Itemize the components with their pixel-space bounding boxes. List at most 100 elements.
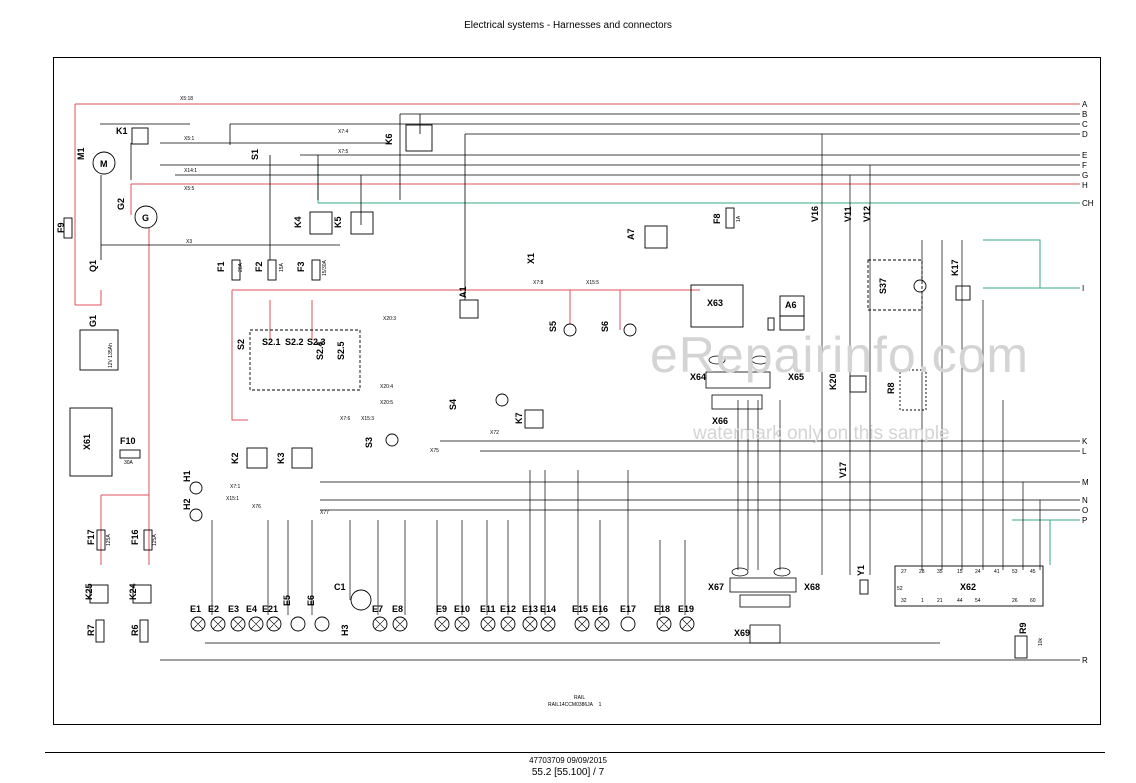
svg-text:26: 26 bbox=[1012, 598, 1018, 604]
svg-text:125A: 125A bbox=[152, 534, 158, 546]
power-wires-red bbox=[74, 103, 1080, 565]
svg-text:1A: 1A bbox=[736, 215, 742, 222]
svg-text:S2.5: S2.5 bbox=[336, 341, 346, 360]
watermark-main: eRepairinfo.com bbox=[650, 327, 1030, 383]
bus-label-l: L bbox=[1082, 447, 1087, 456]
svg-text:S3: S3 bbox=[364, 437, 374, 448]
svg-text:54: 54 bbox=[975, 598, 981, 604]
svg-text:E2: E2 bbox=[208, 604, 219, 614]
svg-text:S1: S1 bbox=[250, 149, 260, 160]
svg-text:20A: 20A bbox=[238, 262, 244, 272]
bus-label-ch: CH bbox=[1082, 199, 1094, 208]
bus-label-a: A bbox=[1082, 100, 1088, 109]
svg-text:S2: S2 bbox=[236, 339, 246, 350]
svg-text:X7:5: X7:5 bbox=[338, 149, 349, 155]
svg-text:E16: E16 bbox=[592, 604, 608, 614]
svg-text:S5: S5 bbox=[548, 321, 558, 332]
components-boxes bbox=[63, 124, 1044, 659]
svg-text:E21: E21 bbox=[262, 604, 278, 614]
x62-pins: 27 28 35 15 24 41 53 45 52 32 1 21 44 54… bbox=[897, 569, 1036, 604]
svg-text:E6: E6 bbox=[306, 595, 316, 606]
svg-text:X7:6: X7:6 bbox=[340, 416, 351, 422]
svg-text:C1: C1 bbox=[334, 582, 346, 592]
svg-text:15A: 15A bbox=[279, 262, 285, 272]
svg-text:V12: V12 bbox=[862, 206, 872, 222]
svg-text:A1: A1 bbox=[458, 286, 468, 298]
bus-label-n: N bbox=[1082, 496, 1088, 505]
svg-text:X64: X64 bbox=[690, 372, 706, 382]
svg-text:X77: X77 bbox=[320, 510, 329, 516]
svg-text:E18: E18 bbox=[654, 604, 670, 614]
svg-text:X5:1: X5:1 bbox=[184, 136, 195, 142]
svg-text:G: G bbox=[142, 213, 149, 223]
svg-text:E9: E9 bbox=[436, 604, 447, 614]
bus-label-f: F bbox=[1082, 161, 1087, 170]
bus-label-g: G bbox=[1082, 171, 1088, 180]
diagram-frame bbox=[53, 57, 1101, 725]
harness-blocks bbox=[705, 355, 797, 644]
svg-text:X15:1: X15:1 bbox=[226, 496, 239, 502]
bus-label-r: R bbox=[1082, 656, 1088, 665]
svg-text:V17: V17 bbox=[838, 462, 848, 478]
svg-text:27: 27 bbox=[901, 569, 907, 575]
svg-text:F9: F9 bbox=[56, 222, 66, 233]
svg-text:28: 28 bbox=[919, 569, 925, 575]
svg-text:K1: K1 bbox=[116, 126, 128, 136]
svg-text:E14: E14 bbox=[540, 604, 556, 614]
svg-text:S2.4: S2.4 bbox=[315, 341, 325, 360]
svg-text:A6: A6 bbox=[785, 300, 797, 310]
drawing-code: RAIL14CCM0386JA 1 bbox=[548, 702, 602, 708]
svg-text:E11: E11 bbox=[480, 604, 496, 614]
svg-text:10k: 10k bbox=[1038, 637, 1044, 646]
svg-text:F2: F2 bbox=[254, 261, 264, 272]
svg-text:M1: M1 bbox=[76, 147, 86, 160]
svg-text:R8: R8 bbox=[886, 382, 896, 394]
component-labels: M1 K1 G2 S1 K6 K4 K5 F9 Q1 G1 F1 F2 F3 A… bbox=[56, 126, 1028, 638]
svg-text:E12: E12 bbox=[500, 604, 516, 614]
lamp-crosses bbox=[192, 618, 693, 630]
svg-text:S2.1: S2.1 bbox=[262, 337, 281, 347]
svg-text:60: 60 bbox=[1030, 598, 1036, 604]
svg-text:S4: S4 bbox=[448, 399, 458, 410]
svg-text:32: 32 bbox=[901, 598, 907, 604]
bus-label-e: E bbox=[1082, 151, 1087, 160]
bus-end-labels: A B C D E F G H CH I K L M N O P R bbox=[1082, 100, 1094, 665]
footer-rule bbox=[45, 752, 1105, 753]
svg-text:X5:18: X5:18 bbox=[180, 96, 193, 102]
bus-label-o: O bbox=[1082, 506, 1088, 515]
svg-text:X69: X69 bbox=[734, 628, 750, 638]
svg-text:X75: X75 bbox=[430, 448, 439, 454]
svg-text:R9: R9 bbox=[1018, 622, 1028, 634]
svg-text:45: 45 bbox=[1030, 569, 1036, 575]
svg-text:K24: K24 bbox=[128, 583, 138, 600]
svg-text:X63: X63 bbox=[707, 298, 723, 308]
svg-text:E5: E5 bbox=[282, 595, 292, 606]
svg-text:X20:4: X20:4 bbox=[380, 384, 393, 390]
svg-text:15/30A: 15/30A bbox=[322, 259, 328, 276]
svg-text:Q1: Q1 bbox=[88, 260, 98, 272]
svg-text:E19: E19 bbox=[678, 604, 694, 614]
svg-text:F8: F8 bbox=[712, 213, 722, 224]
svg-text:Y1: Y1 bbox=[856, 565, 866, 576]
svg-text:1: 1 bbox=[921, 598, 924, 604]
svg-text:K5: K5 bbox=[333, 216, 343, 228]
svg-text:V16: V16 bbox=[810, 206, 820, 222]
svg-text:X72: X72 bbox=[490, 430, 499, 436]
footer-page-ref: 55.2 [55.100] / 7 bbox=[531, 767, 605, 778]
svg-text:K17: K17 bbox=[950, 259, 960, 276]
bus-label-c: C bbox=[1082, 120, 1088, 129]
svg-text:K6: K6 bbox=[384, 133, 394, 145]
svg-text:S6: S6 bbox=[600, 321, 610, 332]
svg-text:X1: X1 bbox=[526, 253, 536, 264]
svg-text:K3: K3 bbox=[276, 452, 286, 464]
svg-text:X15:5: X15:5 bbox=[586, 280, 599, 286]
svg-text:X3: X3 bbox=[186, 239, 192, 245]
svg-text:H3: H3 bbox=[340, 624, 350, 636]
svg-text:52: 52 bbox=[897, 586, 903, 592]
svg-text:K2: K2 bbox=[230, 452, 240, 464]
svg-text:X67: X67 bbox=[708, 582, 724, 592]
svg-text:X20:3: X20:3 bbox=[383, 316, 396, 322]
svg-text:21: 21 bbox=[937, 598, 943, 604]
svg-text:G2: G2 bbox=[116, 198, 126, 210]
